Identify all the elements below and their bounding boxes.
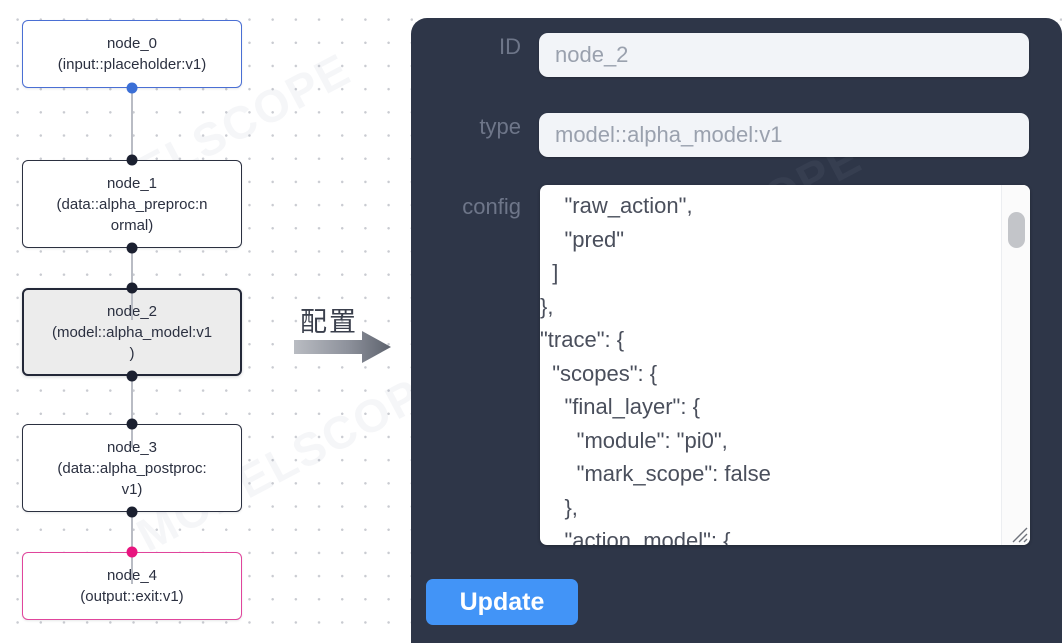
field-row-id: ID <box>429 33 1029 77</box>
right-arrow-icon <box>294 331 391 363</box>
node-handle-source-node_2[interactable] <box>126 370 138 382</box>
type-input[interactable] <box>539 113 1029 157</box>
edge-node0-node1 <box>131 88 133 160</box>
edge-node2-node3 <box>131 376 133 448</box>
field-row-config: config <box>429 193 539 221</box>
config-scrollbar-thumb[interactable] <box>1008 212 1025 248</box>
node-handle-source-node_1[interactable] <box>126 242 138 254</box>
type-field-label: type <box>479 114 521 139</box>
graph-node-label: node_0 (input::placeholder:v1) <box>57 35 207 73</box>
field-row-type: type <box>429 113 1029 157</box>
config-textarea[interactable]: "raw_action", "pred" ] }, "trace": { "sc… <box>540 185 1002 545</box>
id-field-label: ID <box>499 34 521 59</box>
arrow-caption: 配置 <box>300 307 358 337</box>
node-config-panel: MODELSCOPE MODELSCOPE ID type config "ra… <box>411 18 1062 643</box>
resize-handle-icon[interactable] <box>1007 522 1029 544</box>
node-handle-source-node_0[interactable] <box>126 82 138 94</box>
config-textarea-wrapper: "raw_action", "pred" ] }, "trace": { "sc… <box>540 185 1030 545</box>
graph-node-node_1[interactable]: node_1 (data::alpha_preproc:n ormal) <box>22 160 242 248</box>
id-input[interactable] <box>539 33 1029 77</box>
node-handle-target-node_4[interactable] <box>126 546 138 558</box>
config-scrollbar[interactable] <box>1001 185 1030 545</box>
update-button[interactable]: Update <box>426 579 578 625</box>
node-handle-target-node_2[interactable] <box>126 282 138 294</box>
node-handle-source-node_3[interactable] <box>126 506 138 518</box>
node-handle-target-node_1[interactable] <box>126 154 138 166</box>
graph-node-label: node_1 (data::alpha_preproc:n ormal) <box>56 174 208 234</box>
config-field-label: config <box>462 194 521 219</box>
graph-node-node_0[interactable]: node_0 (input::placeholder:v1) <box>22 20 242 88</box>
node-handle-target-node_3[interactable] <box>126 418 138 430</box>
